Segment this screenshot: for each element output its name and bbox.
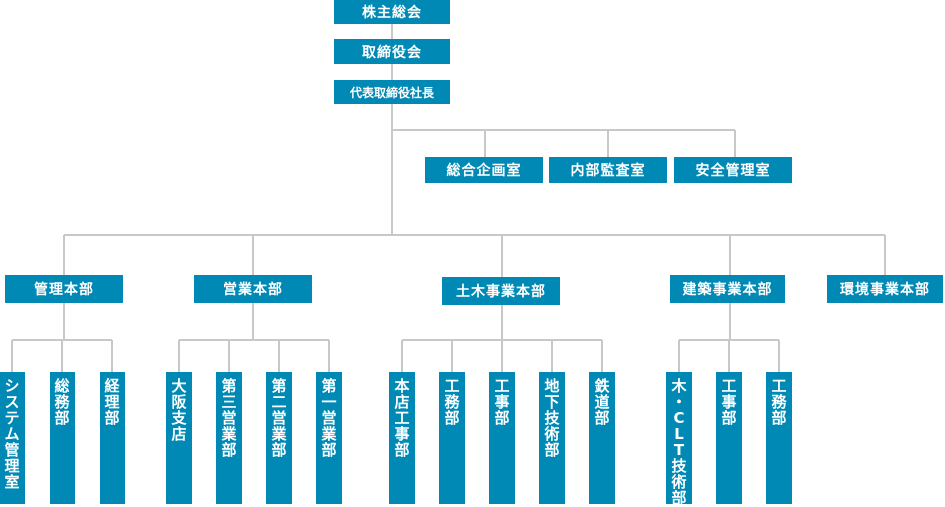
node-torishimariyakukai: 取締役会 <box>334 39 450 64</box>
division-kankyo-jigyo-honbu: 環境事業本部 <box>827 275 943 303</box>
node-daihyo-torishimariyaku: 代表取締役社長 <box>334 80 450 104</box>
department-doboku-4: 地下技術部 <box>539 372 565 504</box>
department-eigyo-1: 大阪支店 <box>166 372 192 504</box>
node-naibu-kansa-shitsu: 内部監査室 <box>549 157 667 183</box>
division-kanri-honbu: 管理本部 <box>5 275 123 303</box>
department-kenchiku-2: 工事部 <box>716 372 742 504</box>
department-kenchiku-3: 工務部 <box>766 372 792 504</box>
department-doboku-3: 工事部 <box>489 372 515 504</box>
department-kanri-3: 経理部 <box>99 372 125 504</box>
division-eigyo-honbu: 営業本部 <box>194 275 312 303</box>
department-doboku-1: 本店工事部 <box>389 372 415 504</box>
node-sogo-kikaku-shitsu: 総合企画室 <box>425 157 543 183</box>
department-eigyo-4: 第一営業部 <box>316 372 342 504</box>
department-doboku-2: 工務部 <box>439 372 465 504</box>
department-doboku-5: 鉄道部 <box>589 372 615 504</box>
node-anzen-kanri-shitsu: 安全管理室 <box>674 157 792 183</box>
department-eigyo-2: 第三営業部 <box>216 372 242 504</box>
department-kanri-2: 総務部 <box>49 372 75 504</box>
division-doboku-jigyo-honbu: 土木事業本部 <box>442 277 560 305</box>
division-kenchiku-jigyo-honbu: 建築事業本部 <box>670 275 785 303</box>
department-eigyo-3: 第二営業部 <box>266 372 292 504</box>
node-kabunushi-sokai: 株主総会 <box>334 0 450 24</box>
department-kanri-1: システム管理室 <box>0 372 25 504</box>
